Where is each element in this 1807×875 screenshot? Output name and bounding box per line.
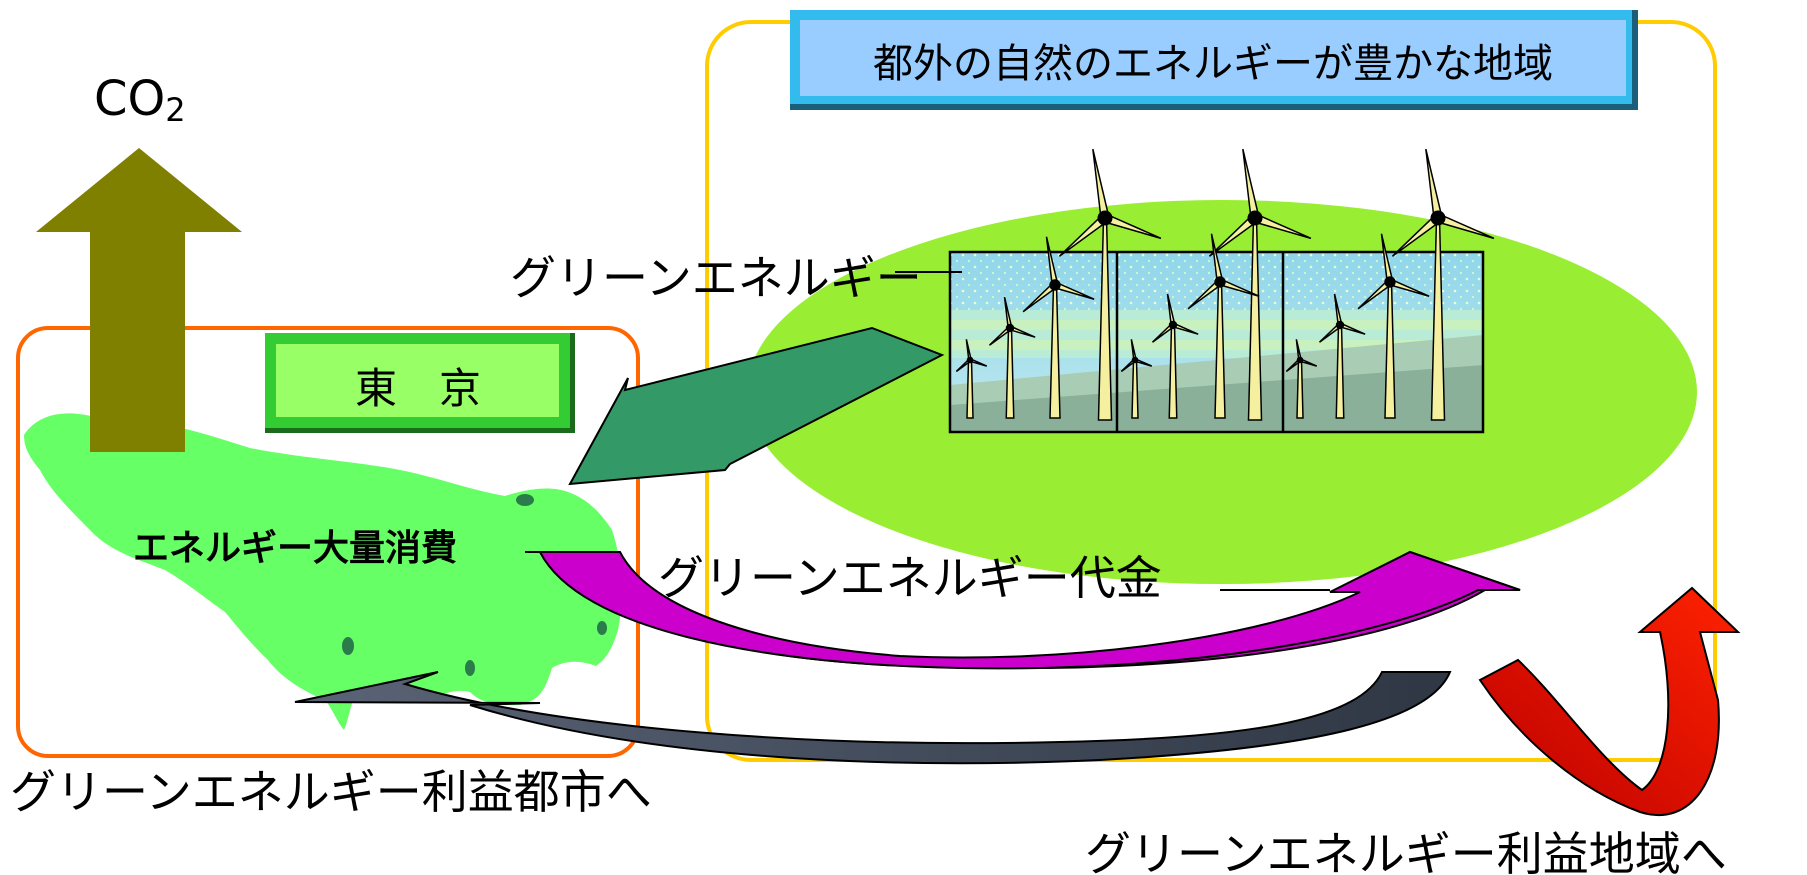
- tokyo-title: 東 京: [355, 364, 481, 413]
- green-energy-arrow: [568, 326, 945, 486]
- wind-turbine-icon: [1391, 148, 1495, 421]
- green-energy-label: グリーンエネルギー: [510, 251, 922, 305]
- wind-turbine-icon: [1318, 293, 1366, 419]
- tokyo-title-box: 東 京: [265, 333, 575, 433]
- profit-region-arrow: [1478, 586, 1741, 817]
- co2-arrow: [36, 148, 242, 452]
- region-title-box: 都外の自然のエネルギーが豊かな地域: [790, 10, 1638, 110]
- wind-turbine-icon: [1151, 293, 1199, 419]
- region-title: 都外の自然のエネルギーが豊かな地域: [873, 41, 1553, 87]
- profit-region-label: グリーンエネルギー利益地域へ: [1085, 827, 1727, 875]
- wind-turbine-icon: [1058, 148, 1162, 421]
- wind-turbine-icon: [1022, 236, 1095, 419]
- wind-turbine-icon: [988, 296, 1036, 419]
- tokyo-frame: [16, 326, 640, 758]
- tokyo-map: [24, 413, 622, 730]
- tokyo-map-detail: [342, 494, 607, 676]
- consumption-label: エネルギー大量消費: [133, 528, 457, 569]
- wind-turbine-icon: [955, 339, 988, 419]
- co2-label: CO2: [94, 71, 186, 129]
- wind-turbine-icon: [1285, 339, 1318, 419]
- wind-turbine-icon: [1357, 233, 1430, 419]
- profit-city-label: グリーンエネルギー利益都市へ: [10, 765, 652, 819]
- payment-label: グリーンエネルギー代金: [658, 551, 1162, 605]
- wind-turbine-icon: [1120, 339, 1153, 419]
- profit-city-arrow: [294, 671, 1452, 765]
- wind-turbine-icon: [1187, 233, 1260, 419]
- wind-turbine-icon: [1208, 148, 1312, 421]
